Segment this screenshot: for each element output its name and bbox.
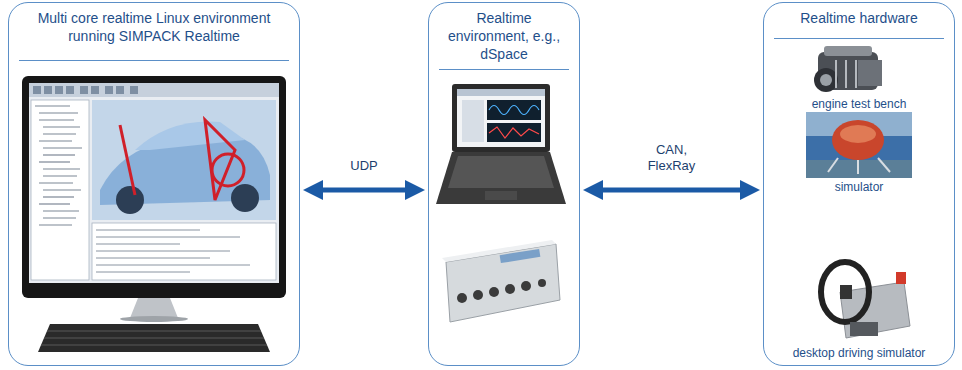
picture-caption: simulator (832, 180, 887, 194)
panel: Realtime environment, e.g., dSpace (428, 2, 580, 366)
panel: Multi core realtime Linux environment ru… (8, 2, 300, 366)
simulator-picture (806, 112, 912, 178)
laptop (436, 84, 566, 204)
connection-label: CAN, FlexRay (640, 142, 704, 174)
realtime-box (442, 240, 560, 322)
desktop-simulator-picture (821, 262, 910, 338)
desktop-computer (22, 76, 286, 352)
picture-caption: desktop driving simulator (790, 346, 929, 360)
panel-heading: Multi core realtime Linux environment ru… (19, 3, 289, 61)
panel-heading: Realtime hardware (774, 3, 944, 39)
picture-caption: engine test bench (809, 97, 910, 111)
panel-heading: Realtime environment, e.g., dSpace (439, 3, 569, 70)
connection-label: UDP (332, 158, 396, 174)
engine-picture (814, 46, 882, 92)
double-arrow (599, 188, 744, 193)
double-arrow (319, 188, 409, 193)
